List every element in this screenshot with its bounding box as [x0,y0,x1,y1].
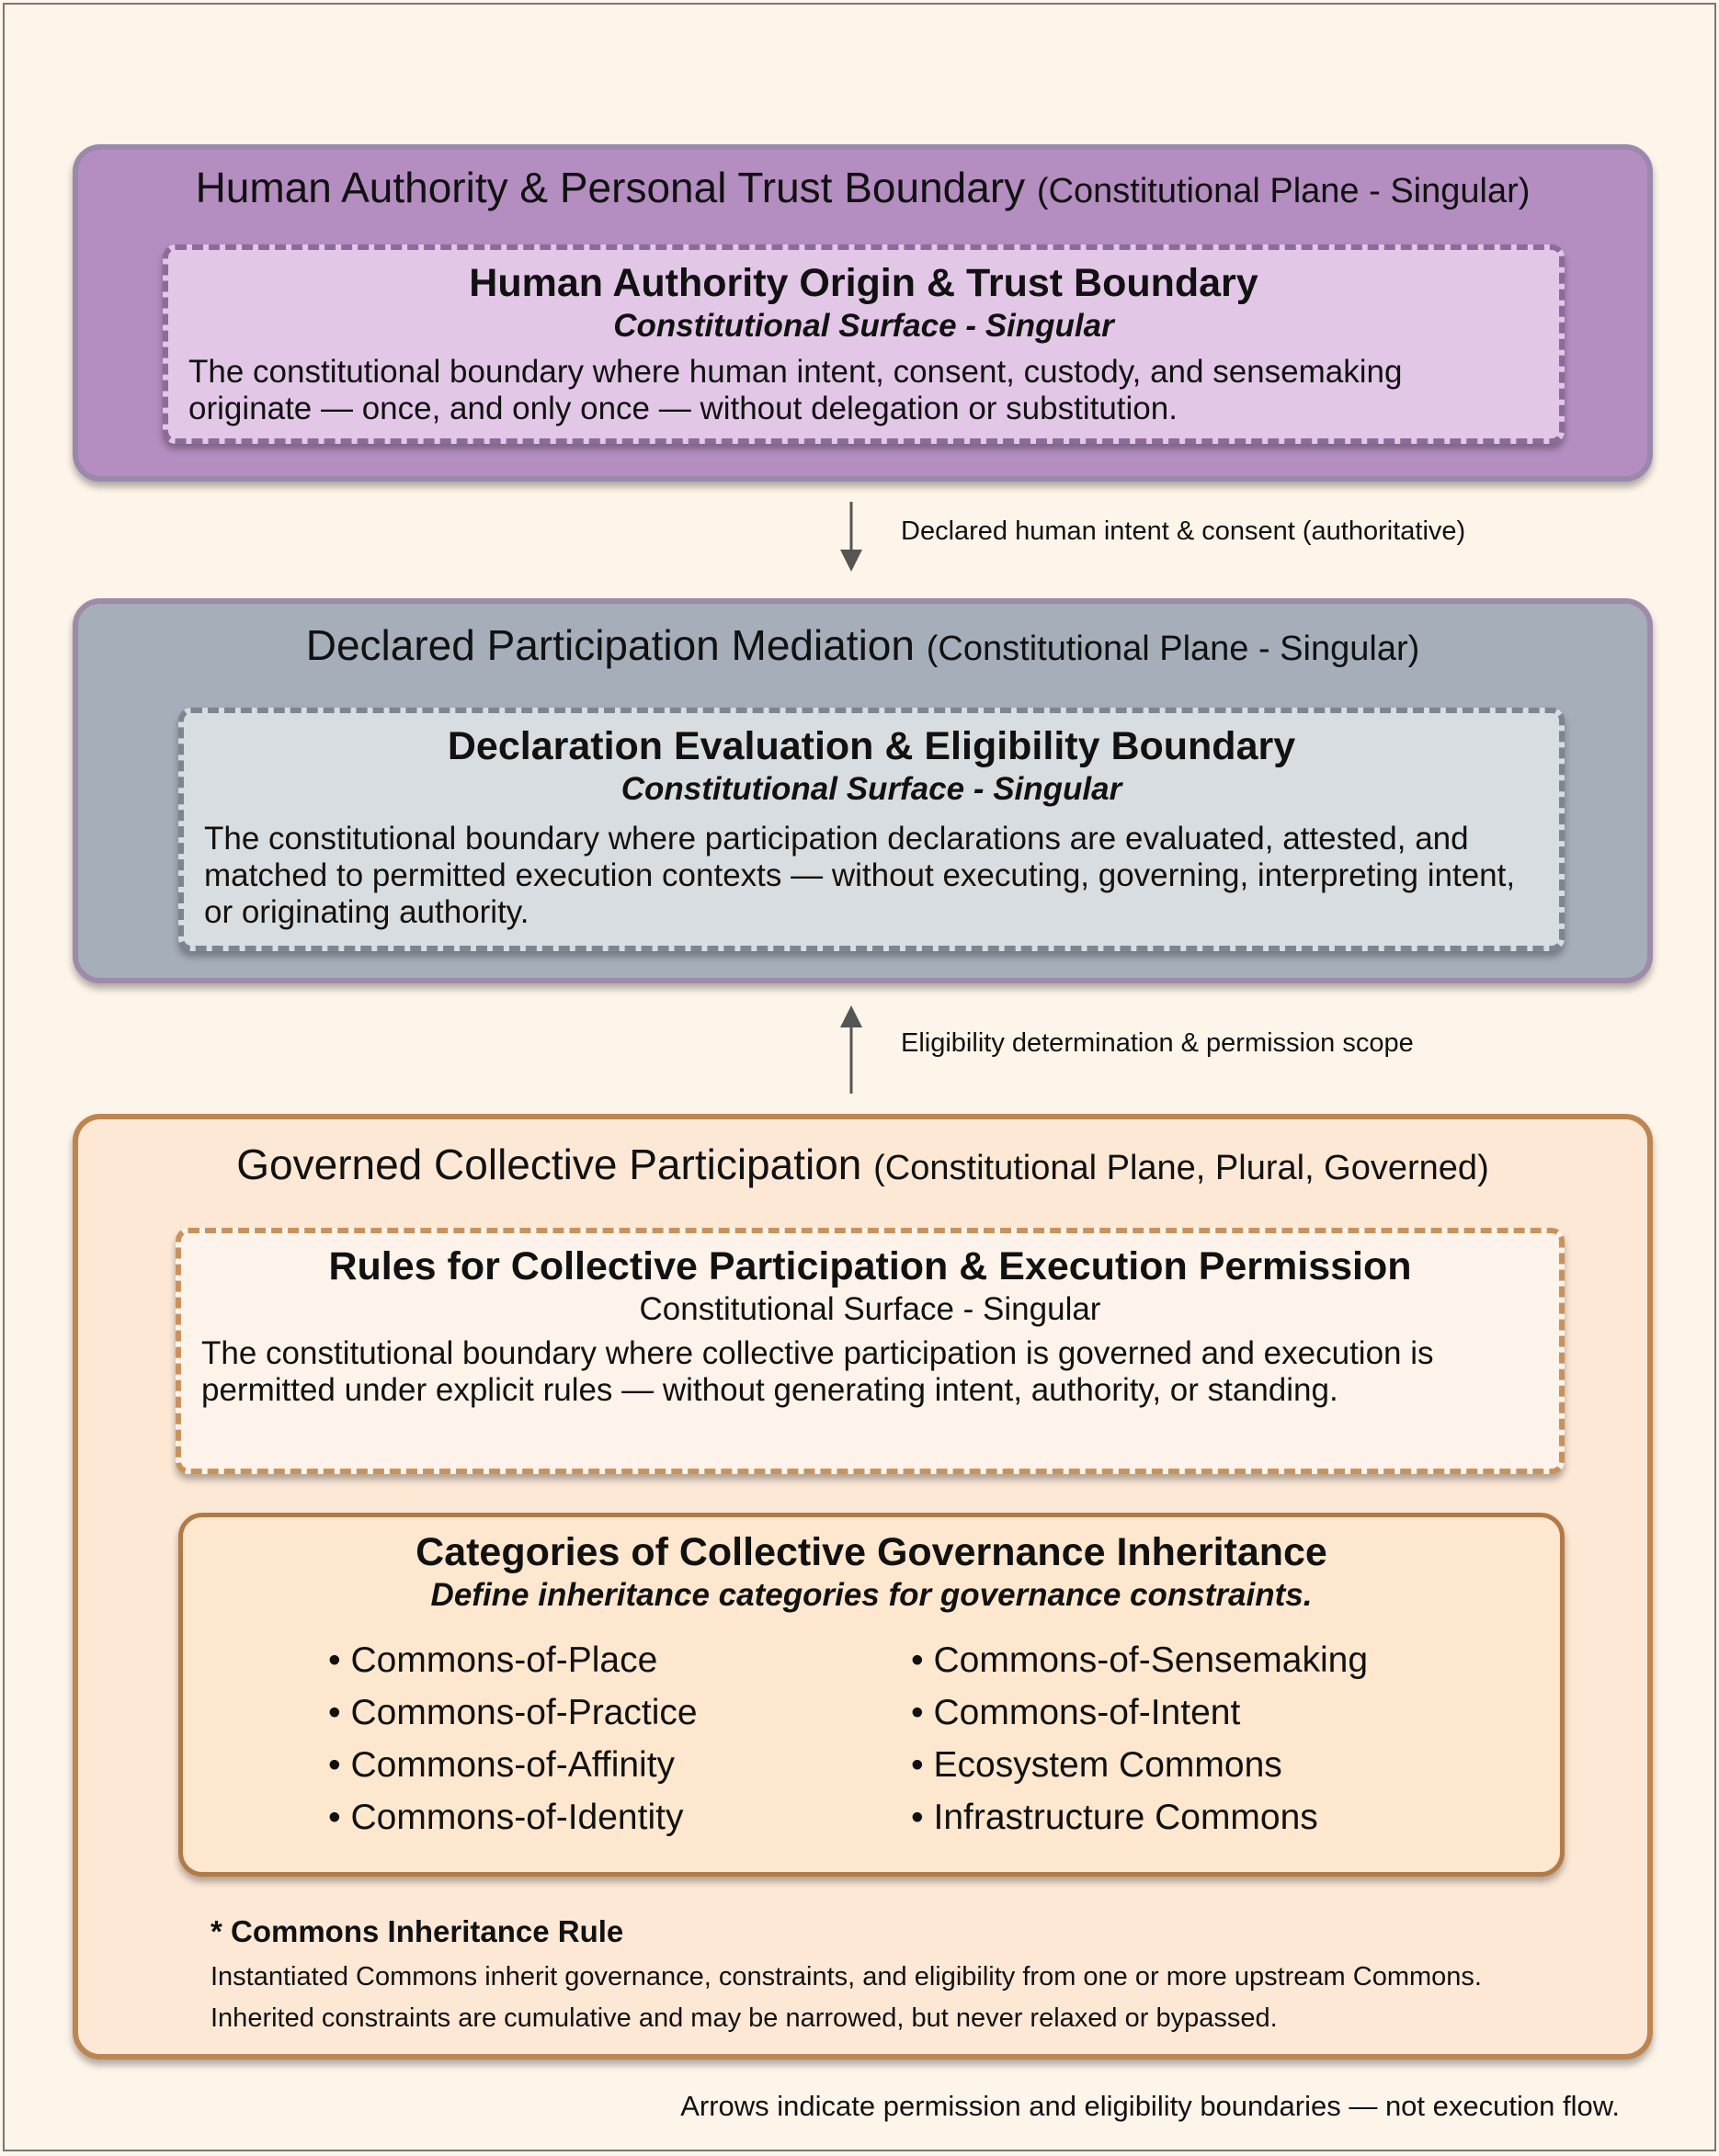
surface-declaration-evaluation: Declaration Evaluation & Eligibility Bou… [178,708,1565,951]
plane-title: Human Authority & Personal Trust Boundar… [78,163,1647,212]
category-item: Infrastructure Commons [911,1791,1368,1844]
surface-body: The constitutional boundary where human … [188,354,1403,426]
plane-title-text: Human Authority & Personal Trust Boundar… [195,164,1026,211]
plane-title-text: Declared Participation Mediation [305,621,915,669]
arrow-up [840,1004,862,1095]
arrow-label: Eligibility determination & permission s… [901,1028,1414,1058]
plane-title: Declared Participation Mediation (Consti… [78,620,1647,670]
category-item: Commons-of-Sensemaking [911,1634,1369,1686]
category-item: Commons-of-Affinity [328,1739,911,1791]
note-title: * Commons Inheritance Rule [211,1914,624,1948]
plane-qualifier: (Constitutional Plane - Singular) [1036,172,1531,210]
plane-qualifier: (Constitutional Plane - Singular) [926,630,1420,668]
plane-qualifier: (Constitutional Plane, Plural, Governed) [873,1149,1489,1187]
category-item: Commons-of-Place [328,1634,911,1686]
categories-right-list: Commons-of-Sensemaking Commons-of-Intent… [911,1634,1369,1844]
category-item: Commons-of-Practice [328,1686,911,1739]
surface-subtitle: Constitutional Surface - Singular [639,1291,1101,1327]
note-body: Instantiated Commons inherit governance,… [211,1962,1482,2033]
governance-categories-box: Categories of Collective Governance Inhe… [178,1513,1565,1877]
category-item: Ecosystem Commons [911,1739,1368,1791]
surface-human-authority-origin: Human Authority Origin & Trust Boundary … [163,244,1565,444]
surface-body: The constitutional boundary where collec… [201,1335,1434,1408]
surface-title: Human Authority Origin & Trust Boundary [469,261,1258,305]
category-item: Commons-of-Identity [328,1791,911,1844]
inheritance-note: * Commons Inheritance Rule Instantiated … [211,1914,1553,2039]
surface-title: Declaration Evaluation & Eligibility Bou… [447,724,1296,768]
footer-caption: Arrows indicate permission and eligibili… [680,2090,1620,2122]
plane-declared-participation: Declared Participation Mediation (Consti… [73,598,1653,983]
surface-title: Rules for Collective Participation & Exe… [328,1244,1412,1288]
categories-subtitle: Define inheritance categories for govern… [430,1577,1313,1613]
category-item: Commons-of-Intent [911,1686,1368,1739]
arrow-label: Declared human intent & consent (authori… [901,516,1466,546]
plane-title-text: Governed Collective Participation [236,1140,862,1188]
plane-human-authority: Human Authority & Personal Trust Boundar… [73,144,1653,482]
surface-collective-rules: Rules for Collective Participation & Exe… [176,1228,1565,1474]
diagram-frame [3,3,1716,2151]
surface-body: The constitutional boundary where partic… [204,821,1516,930]
plane-governed-collective: Governed Collective Participation (Const… [73,1114,1653,2060]
arrow-down [840,502,862,573]
surface-subtitle: Constitutional Surface - Singular [613,308,1114,344]
surface-subtitle: Constitutional Surface - Singular [620,771,1122,807]
categories-left-list: Commons-of-Place Commons-of-Practice Com… [328,1634,911,1844]
plane-title: Governed Collective Participation (Const… [78,1140,1647,1189]
categories-title: Categories of Collective Governance Inhe… [416,1530,1327,1574]
